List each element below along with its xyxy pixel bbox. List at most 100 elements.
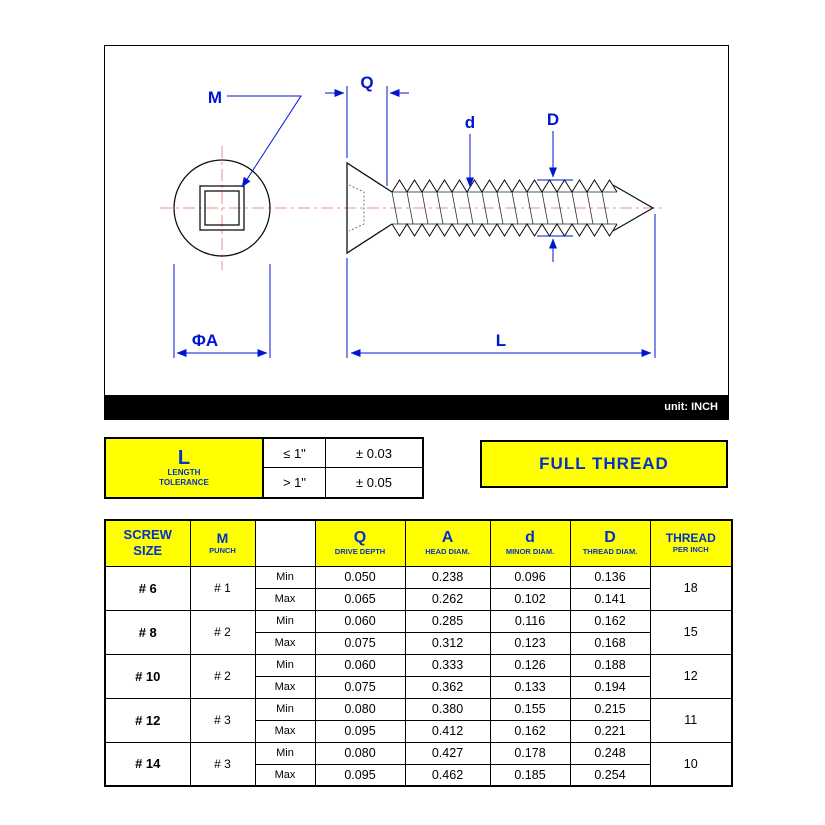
q-max: 0.075 bbox=[314, 631, 406, 655]
dd-min: 0.162 bbox=[569, 609, 651, 633]
full-thread-banner: FULL THREAD bbox=[480, 440, 728, 488]
dd-min: 0.248 bbox=[569, 741, 651, 765]
d-max: 0.162 bbox=[489, 719, 571, 743]
a-min: 0.333 bbox=[404, 653, 491, 677]
dim-label-l: L bbox=[496, 331, 506, 350]
a-max: 0.412 bbox=[404, 719, 491, 743]
a-max: 0.312 bbox=[404, 631, 491, 655]
tpi-cell: 15 bbox=[649, 609, 733, 655]
a-min: 0.285 bbox=[404, 609, 491, 633]
screw-tip bbox=[612, 184, 655, 232]
header-row: SCREW SIZE M PUNCH Q DRIVE DEPTH A HEAD … bbox=[104, 519, 733, 567]
dim-label-d: d bbox=[465, 113, 475, 132]
dim-label-phi-a: ΦA bbox=[192, 331, 218, 350]
q-min: 0.080 bbox=[314, 697, 406, 721]
table-row: Max 0.095 0.462 0.185 0.254 bbox=[105, 763, 732, 787]
header-punch: M PUNCH bbox=[189, 519, 256, 567]
header-thread-per-inch: THREAD PER INCH bbox=[649, 519, 733, 567]
q-max: 0.065 bbox=[314, 587, 406, 611]
d-min: 0.155 bbox=[489, 697, 571, 721]
screw-size-cell: # 14 bbox=[104, 741, 191, 787]
table-row: # 8 # 2 Min 0.060 0.285 0.116 0.162 15 bbox=[104, 609, 733, 655]
tpi-cell: 10 bbox=[649, 741, 733, 787]
min-label: Min bbox=[254, 741, 316, 765]
tpi-cell: 18 bbox=[649, 565, 733, 611]
min-label: Min bbox=[254, 565, 316, 589]
punch-cell: # 3 bbox=[189, 697, 256, 743]
d-min: 0.096 bbox=[489, 565, 571, 589]
a-max: 0.362 bbox=[404, 675, 491, 699]
table-row: Max 0.075 0.312 0.123 0.168 bbox=[105, 631, 732, 655]
d-max: 0.123 bbox=[489, 631, 571, 655]
screw-size-cell: # 12 bbox=[104, 697, 191, 743]
a-min: 0.427 bbox=[404, 741, 491, 765]
a-min: 0.380 bbox=[404, 697, 491, 721]
a-max: 0.462 bbox=[404, 763, 491, 787]
q-min: 0.060 bbox=[314, 609, 406, 633]
screw-side-view bbox=[346, 161, 655, 255]
punch-cell: # 2 bbox=[189, 609, 256, 655]
head-top-view bbox=[173, 159, 271, 257]
table-row: # 14 # 3 Min 0.080 0.427 0.178 0.248 10 bbox=[104, 741, 733, 787]
max-label: Max bbox=[254, 719, 316, 743]
dd-min: 0.215 bbox=[569, 697, 651, 721]
screw-size-cell: # 8 bbox=[104, 609, 191, 655]
d-min: 0.126 bbox=[489, 653, 571, 677]
tolerance-grid: ≤ 1" ± 0.03 > 1" ± 0.05 bbox=[264, 439, 422, 497]
q-max: 0.095 bbox=[314, 763, 406, 787]
thread-helix-lines bbox=[391, 191, 609, 225]
q-min: 0.060 bbox=[314, 653, 406, 677]
header-blank bbox=[254, 519, 316, 567]
spec-table-wrap: SCREW SIZE M PUNCH Q DRIVE DEPTH A HEAD … bbox=[104, 519, 733, 787]
max-label: Max bbox=[254, 675, 316, 699]
full-thread-label: FULL THREAD bbox=[539, 454, 669, 473]
min-label: Min bbox=[254, 653, 316, 677]
spec-table: SCREW SIZE M PUNCH Q DRIVE DEPTH A HEAD … bbox=[104, 519, 733, 787]
tolerance-condition: > 1" bbox=[264, 468, 326, 497]
a-max: 0.262 bbox=[404, 587, 491, 611]
d-max: 0.102 bbox=[489, 587, 571, 611]
dd-max: 0.141 bbox=[569, 587, 651, 611]
q-max: 0.095 bbox=[314, 719, 406, 743]
tolerance-title: L bbox=[177, 446, 191, 469]
min-label: Min bbox=[254, 609, 316, 633]
tolerance-value: ± 0.05 bbox=[355, 475, 393, 490]
tolerance-subtitle-1: LENGTH bbox=[167, 467, 201, 477]
header-screw-size: SCREW SIZE bbox=[104, 519, 191, 567]
punch-cell: # 3 bbox=[189, 741, 256, 787]
length-tolerance-box: L LENGTH TOLERANCE ≤ 1" ± 0.03 > 1" ± 0.… bbox=[104, 437, 424, 499]
thread-crests bbox=[391, 179, 618, 237]
unit-note: unit: INCH bbox=[105, 395, 728, 419]
dim-label-big-d: D bbox=[547, 110, 559, 129]
q-max: 0.075 bbox=[314, 675, 406, 699]
max-label: Max bbox=[254, 763, 316, 787]
header-head-diam: A HEAD DIAM. bbox=[404, 519, 491, 567]
max-label: Max bbox=[254, 631, 316, 655]
screw-size-cell: # 6 bbox=[104, 565, 191, 611]
q-min: 0.050 bbox=[314, 565, 406, 589]
dd-max: 0.254 bbox=[569, 763, 651, 787]
dim-label-q: Q bbox=[360, 73, 373, 92]
max-label: Max bbox=[254, 587, 316, 611]
d-min: 0.178 bbox=[489, 741, 571, 765]
d-max: 0.133 bbox=[489, 675, 571, 699]
table-row: Max 0.095 0.412 0.162 0.221 bbox=[105, 719, 732, 743]
table-row: # 6 # 1 Min 0.050 0.238 0.096 0.136 18 bbox=[104, 565, 733, 611]
dd-min: 0.188 bbox=[569, 653, 651, 677]
tolerance-subtitle-2: TOLERANCE bbox=[159, 478, 209, 487]
tolerance-title-cell: L LENGTH TOLERANCE bbox=[106, 439, 264, 497]
table-row: Max 0.075 0.362 0.133 0.194 bbox=[105, 675, 732, 699]
dd-min: 0.136 bbox=[569, 565, 651, 589]
screw-size-cell: # 10 bbox=[104, 653, 191, 699]
tpi-cell: 11 bbox=[649, 697, 733, 743]
centerlines bbox=[160, 146, 665, 270]
d-max: 0.185 bbox=[489, 763, 571, 787]
screw-diagram: M Q d D ΦA L bbox=[160, 73, 665, 358]
punch-cell: # 2 bbox=[189, 653, 256, 699]
a-min: 0.238 bbox=[404, 565, 491, 589]
header-minor-diam: d MINOR DIAM. bbox=[489, 519, 571, 567]
punch-cell: # 1 bbox=[189, 565, 256, 611]
tpi-cell: 12 bbox=[649, 653, 733, 699]
dimension-lines bbox=[173, 86, 656, 358]
